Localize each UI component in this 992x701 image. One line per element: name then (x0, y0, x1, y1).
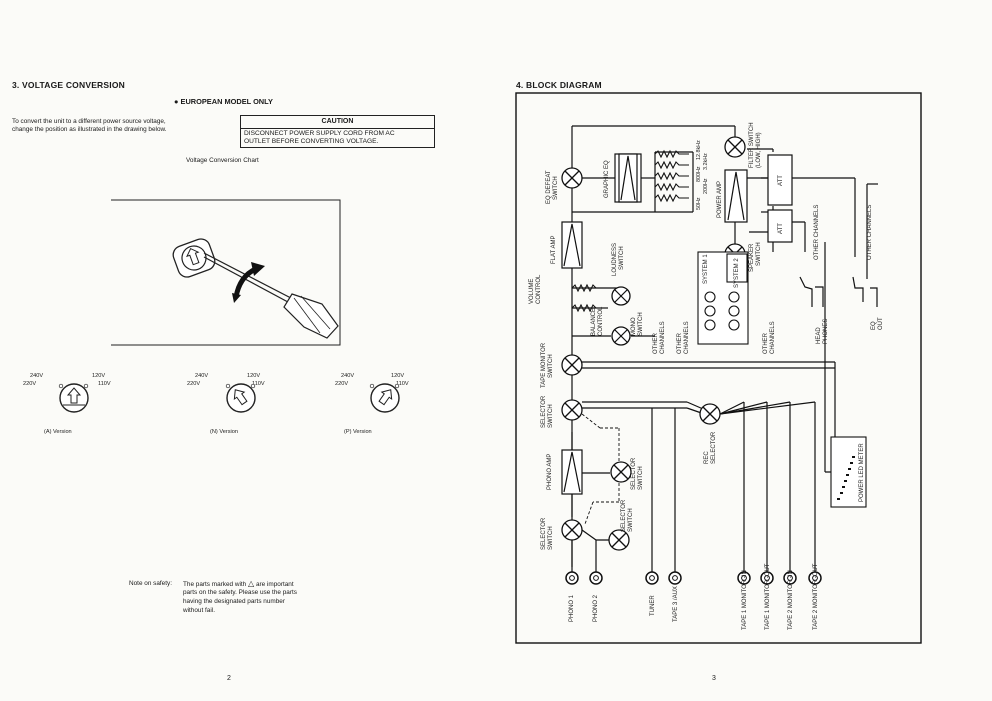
n-240v: 240V (195, 373, 209, 379)
head-phones-label-1: HEAD (816, 327, 822, 344)
filter-switch-label-2: (LOW, HIGH) (756, 132, 762, 168)
att-label-2: ATT (778, 223, 784, 234)
power-amp-label: POWER AMP (717, 181, 723, 218)
left-page-number: 2 (227, 675, 231, 682)
right-section-title: 4. BLOCK DIAGRAM (516, 80, 602, 90)
selector-label-7: SELECTOR (541, 517, 547, 550)
a-120v: 120V (92, 373, 106, 379)
balance-label-2: CONTROL (598, 306, 604, 336)
warning-triangle-icon: △ (248, 579, 255, 588)
input-tape2-in: TAPE 2 MONITOR -IN (788, 570, 794, 630)
safety-label: Note on safety: (129, 580, 172, 587)
block-diagram: EQ DEFEAT SWITCH GRAPHIC EQ POWER AMP FI… (515, 92, 922, 644)
input-tape1-in: TAPE 1 MONITOR -IN (742, 570, 748, 630)
freq-3-2khz: 3.2kHz (703, 153, 709, 170)
input-phono2: PHONO 2 (593, 594, 599, 622)
freq-200hz: 200Hz (703, 178, 709, 194)
mono-label-1: MONO (631, 317, 637, 336)
att-label-1: ATT (778, 175, 784, 186)
freq-50hz: 50Hz (696, 197, 702, 210)
eq-defeat-label-2: SWITCH (553, 176, 559, 200)
safety-line-1b: are important (255, 581, 294, 588)
intro-line-2: change the position as illustrated in th… (12, 126, 167, 133)
p-240v: 240V (341, 373, 355, 379)
knob-drawings (58, 383, 400, 413)
balance-label-1: BALANCE (591, 308, 597, 336)
graphic-eq-label: GRAPHIC EQ (604, 160, 610, 198)
volume-label-2: CONTROL (536, 274, 542, 304)
caution-box: CAUTION DISCONNECT POWER SUPPLY CORD FRO… (240, 115, 435, 148)
input-tape1-out: TAPE 1 MONITOR -OUT (765, 563, 771, 630)
loudness-label-2: SWITCH (619, 246, 625, 270)
selector-label-2: SWITCH (548, 404, 554, 428)
freq-12-8khz: 12.8kHz (696, 140, 702, 160)
tape-monitor-label-1: TAPE MONITOR (541, 342, 547, 388)
rec-selector-label-2: SELECTOR (711, 431, 717, 464)
chart-title: Voltage Conversion Chart (186, 157, 259, 164)
version-knobs: 240V 220V 120V 110V (A) Version 240V 220… (23, 372, 409, 442)
freq-800hz: 800Hz (696, 166, 702, 182)
intro-line-1: To convert the unit to a different power… (12, 118, 166, 125)
input-phono1: PHONO 1 (569, 594, 575, 622)
other-label-1: OTHER (653, 332, 659, 354)
mono-label-2: SWITCH (638, 312, 644, 336)
n-110v: 110V (252, 381, 265, 387)
input-tape3-aux: TAPE 3 /AUX (673, 586, 679, 622)
channels-label-1: CHANNELS (660, 321, 666, 354)
input-tuner: TUNER (650, 595, 656, 616)
left-section-title: 3. VOLTAGE CONVERSION (12, 80, 125, 90)
p-version-label: (P) Version (344, 429, 372, 435)
selector-label-8: SWITCH (548, 526, 554, 550)
other-channels-label-2: OTHER CHANNELS (867, 205, 873, 260)
other-label-2: OTHER (677, 332, 683, 354)
flat-amp-label: FLAT AMP (551, 236, 557, 264)
caution-line-2: OUTLET BEFORE CONVERTING VOLTAGE. (244, 138, 379, 146)
speaker-switch-label-2: SWITCH (756, 242, 762, 266)
eq-defeat-label-1: EQ DEFEAT (546, 170, 552, 204)
other-label-3: OTHER (763, 332, 769, 354)
a-220v: 220V (23, 381, 37, 387)
caution-line-1: DISCONNECT POWER SUPPLY CORD FROM AC (244, 130, 395, 137)
selector-label-3: SELECTOR (631, 457, 637, 490)
loudness-label-1: LOUDNESS (612, 243, 618, 276)
selector-label-1: SELECTOR (541, 395, 547, 428)
safety-line-2: parts on the safety. Please use the part… (183, 589, 297, 596)
right-page-number: 3 (712, 675, 716, 682)
power-led-label: POWER LED METER (859, 443, 865, 502)
selector-label-5: SELECTOR (621, 499, 627, 532)
eq-out-label-2: OUT (878, 317, 884, 330)
model-note: ● EUROPEAN MODEL ONLY (174, 97, 273, 106)
safety-line-1: The parts marked with △ are important (183, 580, 294, 589)
n-120v: 120V (247, 373, 261, 379)
n-version-label: (N) Version (210, 429, 238, 435)
other-channels-label-1: OTHER CHANNELS (814, 205, 820, 260)
volume-label-1: VOLUME (529, 279, 535, 304)
p-120v: 120V (391, 373, 405, 379)
a-240v: 240V (30, 373, 44, 379)
caution-title: CAUTION (321, 118, 354, 125)
speaker-switch-label-1: SPEAKER (749, 243, 755, 272)
p-110v: 110V (396, 381, 409, 387)
filter-switch-label-1: FILTER SWITCH (749, 122, 755, 168)
selector-label-6: SWITCH (628, 508, 634, 532)
phono-amp-label: PHONO AMP (547, 454, 553, 490)
eq-out-label-1: EQ (871, 321, 877, 330)
rec-selector-label-1: REC (704, 451, 710, 464)
selector-label-4: SWITCH (638, 466, 644, 490)
safety-line-4: without fail. (183, 607, 215, 614)
a-110v: 110V (98, 381, 111, 387)
input-tape2-out: TAPE 2 MONITOR -OUT (813, 563, 819, 630)
p-220v: 220V (335, 381, 349, 387)
system2-label: SYSTEM 2 (734, 258, 740, 288)
safety-line-1a: The parts marked with (183, 581, 247, 588)
screwdriver-illustration (111, 199, 341, 346)
tape-monitor-label-2: SWITCH (548, 354, 554, 378)
safety-line-3: having the designated parts number (183, 598, 285, 605)
channels-label-2: CHANNELS (684, 321, 690, 354)
channels-label-3: CHANNELS (770, 321, 776, 354)
system1-label: SYSTEM 1 (703, 254, 709, 284)
a-version-label: (A) Version (44, 429, 72, 435)
head-phones-label-2: PHONES (823, 319, 829, 344)
n-220v: 220V (187, 381, 201, 387)
